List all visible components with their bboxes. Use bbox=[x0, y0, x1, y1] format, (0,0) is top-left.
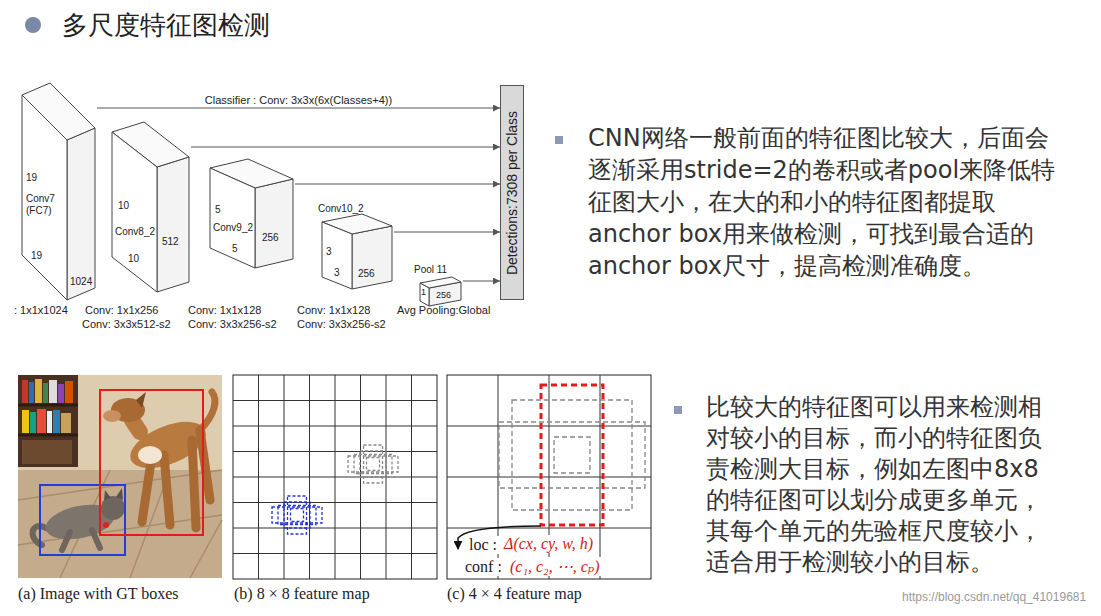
panel-caption: (a) Image with GT boxes bbox=[18, 585, 179, 603]
cube-front bbox=[210, 168, 255, 268]
watermark: https://blog.csdn.net/qq_41019681 bbox=[902, 590, 1086, 604]
width-label: 19 bbox=[31, 250, 42, 261]
grid-8x8 bbox=[233, 375, 437, 579]
layer-name: Conv8_2 bbox=[115, 226, 155, 237]
cube-side bbox=[352, 226, 392, 289]
title-bullet bbox=[25, 17, 41, 33]
cube-outline bbox=[20, 81, 97, 302]
width-label: 3 bbox=[334, 267, 340, 278]
cube-front bbox=[420, 283, 429, 306]
layer-spec: Conv: 3x3x256-s2 bbox=[188, 318, 277, 330]
output-formula: (c₁, c₂, ⋯, cₚ) bbox=[508, 557, 601, 576]
text-bullet bbox=[555, 136, 563, 144]
explanation-text: 比较大的特征图可以用来检测相对较小的目标，而小的特征图负责检测大目标，例如左图中… bbox=[706, 392, 1058, 578]
layer-spec: Conv: 3x3x512-s2 bbox=[82, 318, 171, 330]
photo bbox=[18, 375, 222, 578]
feature-map-cube: 10Conv8_210512 bbox=[110, 120, 191, 294]
cube-front bbox=[322, 222, 352, 289]
depth-label: 256 bbox=[436, 290, 451, 300]
cube-side bbox=[157, 157, 189, 292]
explanation-text: CNN网络一般前面的特征图比较大，后面会逐渐采用stride=2的卷积或者poo… bbox=[588, 122, 1063, 282]
width-label: 10 bbox=[128, 253, 139, 264]
height-label: 19 bbox=[26, 172, 37, 183]
layer-name: Pool 11 bbox=[414, 264, 447, 275]
cube-outline bbox=[208, 157, 295, 270]
detections-bar: Detections:7308 per Class bbox=[500, 85, 524, 300]
detections-label: Detections:7308 per Class bbox=[504, 110, 520, 274]
output-name: loc : bbox=[467, 536, 499, 554]
depth-label: 512 bbox=[162, 236, 179, 247]
layer-spec: Conv: 1x1x256 bbox=[85, 304, 158, 316]
connector-arrow bbox=[463, 281, 500, 282]
connector-arrow bbox=[191, 147, 500, 148]
layer-spec: : 1x1x1024 bbox=[14, 304, 68, 316]
depth-label: 1024 bbox=[70, 276, 92, 287]
height-label: 3 bbox=[326, 246, 332, 257]
connector-arrow bbox=[295, 184, 500, 185]
connector-arrow bbox=[394, 232, 500, 233]
layer-name: Conv7 (FC7) bbox=[26, 193, 60, 217]
feature-map-cube: 19Conv7 (FC7)191024 bbox=[20, 81, 97, 302]
feature-map-cube: Pool 11 1 256 bbox=[412, 262, 463, 308]
layer-spec: Conv: 1x1x128 bbox=[297, 304, 370, 316]
cube-side bbox=[255, 179, 293, 268]
height-label: 10 bbox=[118, 200, 129, 211]
layer-spec: Conv: 1x1x128 bbox=[188, 304, 261, 316]
panel-caption: (b) 8 × 8 feature map bbox=[234, 585, 370, 603]
text-bullet bbox=[674, 406, 682, 414]
output-formula: Δ(cx, cy, w, h) bbox=[502, 535, 595, 553]
layer-name: Conv9_2 bbox=[213, 222, 253, 233]
panel-caption: (c) 4 × 4 feature map bbox=[447, 585, 582, 603]
cube-front bbox=[22, 95, 67, 300]
feature-map-cube: 5Conv9_25256 bbox=[208, 157, 295, 270]
layer-spec: Avg Pooling:Global bbox=[397, 304, 490, 316]
classifier-label: Classifier : Conv: 3x3x(6x(Classes+4)) bbox=[203, 94, 394, 106]
height-label: 5 bbox=[215, 204, 221, 215]
width-label: 5 bbox=[232, 243, 238, 254]
depth-label: 256 bbox=[358, 268, 375, 279]
cube-front bbox=[112, 132, 157, 292]
layer-spec: Conv: 3x3x256-s2 bbox=[297, 318, 386, 330]
cube-side bbox=[67, 128, 95, 300]
feature-map-cube: Conv10_2 33 256 bbox=[316, 201, 394, 291]
layer-name: Conv10_2 bbox=[318, 203, 364, 214]
slide-title: 多尺度特征图检测 bbox=[62, 8, 270, 43]
grid-4x4 bbox=[447, 375, 651, 579]
connector-arrow bbox=[97, 108, 500, 109]
output-name: conf : bbox=[463, 558, 504, 576]
height-label: 1 bbox=[421, 287, 426, 297]
depth-label: 256 bbox=[262, 232, 279, 243]
